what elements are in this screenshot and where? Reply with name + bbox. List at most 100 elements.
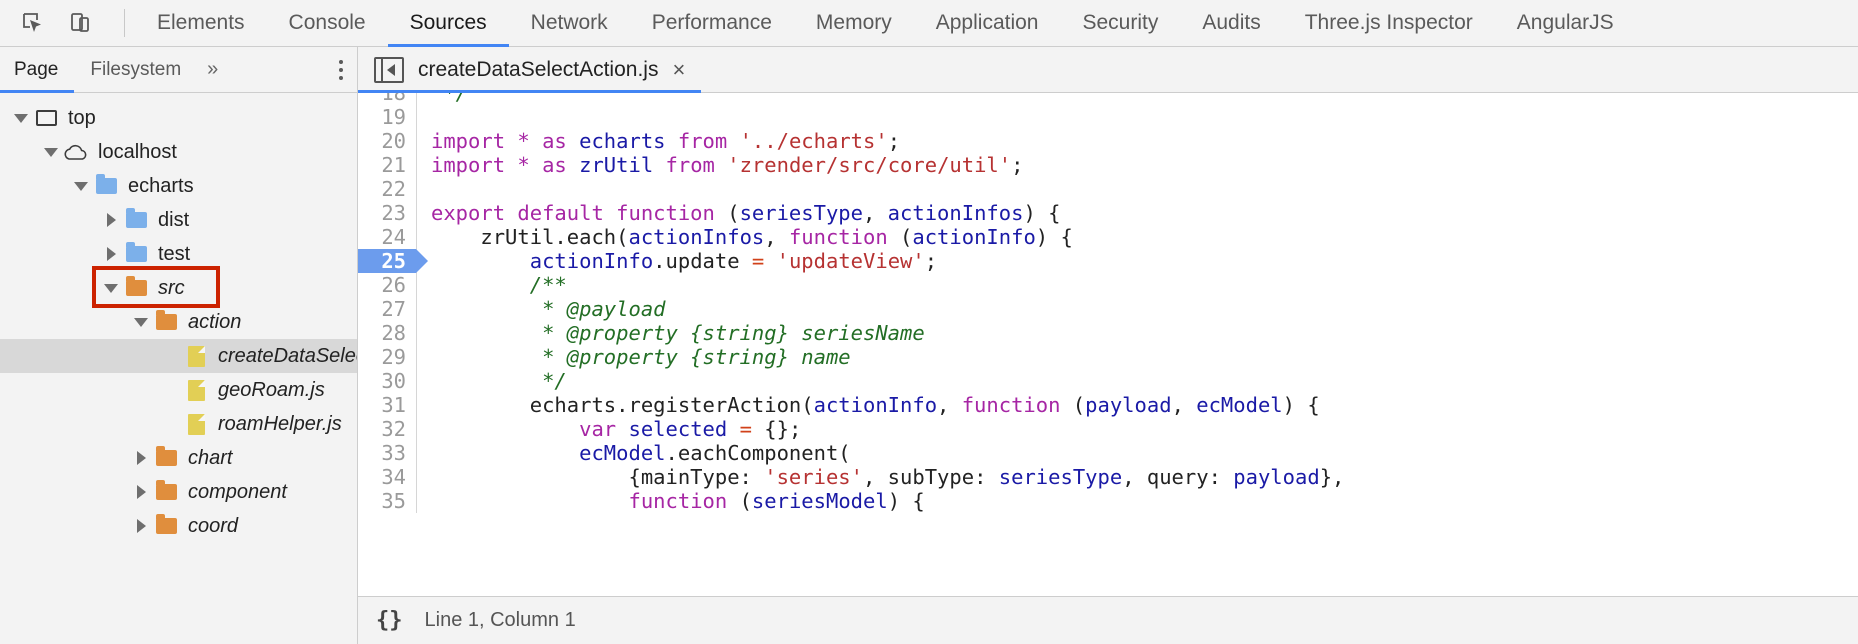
folder-orange-icon bbox=[122, 280, 150, 296]
navigator-tabbar: Page Filesystem » bbox=[0, 47, 357, 93]
code-line-30[interactable]: 30 */ bbox=[358, 369, 1858, 393]
chevron-down-icon[interactable] bbox=[10, 101, 32, 135]
tree-item-chart[interactable]: chart bbox=[0, 441, 357, 475]
code-line-text: function (seriesModel) { bbox=[417, 489, 925, 513]
tab-performance[interactable]: Performance bbox=[630, 0, 794, 46]
code-line-28[interactable]: 28 * @property {string} seriesName bbox=[358, 321, 1858, 345]
toolbar-icon-group bbox=[0, 4, 135, 42]
code-line-34[interactable]: 34 {mainType: 'series', subType: seriesT… bbox=[358, 465, 1858, 489]
navigator-more-tabs-icon[interactable]: » bbox=[197, 58, 228, 81]
breakpoint-arrow-icon bbox=[416, 249, 428, 273]
tab-elements[interactable]: Elements bbox=[135, 0, 267, 46]
code-line-24[interactable]: 24 zrUtil.each(actionInfos, function (ac… bbox=[358, 225, 1858, 249]
line-number[interactable]: 26 bbox=[358, 273, 416, 297]
tab-audits[interactable]: Audits bbox=[1180, 0, 1282, 46]
line-number[interactable]: 30 bbox=[358, 369, 416, 393]
chevron-down-icon[interactable] bbox=[130, 305, 152, 339]
line-number[interactable]: 29 bbox=[358, 345, 416, 369]
chevron-right-icon[interactable] bbox=[130, 475, 152, 509]
tree-item-action[interactable]: action bbox=[0, 305, 357, 339]
line-number[interactable]: 34 bbox=[358, 465, 416, 489]
tree-item-label: top bbox=[68, 107, 96, 130]
code-line-31[interactable]: 31 echarts.registerAction(actionInfo, fu… bbox=[358, 393, 1858, 417]
tab-label: Memory bbox=[816, 11, 892, 35]
navigator-tab-page[interactable]: Page bbox=[0, 47, 74, 92]
inspect-element-icon[interactable] bbox=[14, 4, 52, 42]
breakpoint-marker[interactable]: 25 bbox=[358, 249, 416, 273]
pretty-print-button[interactable]: {} bbox=[376, 608, 403, 633]
tree-item-component[interactable]: component bbox=[0, 475, 357, 509]
navigator-tab-filesystem[interactable]: Filesystem bbox=[74, 47, 197, 92]
code-line-19[interactable]: 19 bbox=[358, 105, 1858, 129]
tab-sources[interactable]: Sources bbox=[388, 0, 509, 46]
tab-angularjs[interactable]: AngularJS bbox=[1495, 0, 1636, 46]
chevron-right-icon[interactable] bbox=[100, 237, 122, 271]
line-number[interactable]: 22 bbox=[358, 177, 416, 201]
line-number[interactable]: 27 bbox=[358, 297, 416, 321]
code-line-35[interactable]: 35 function (seriesModel) { bbox=[358, 489, 1858, 513]
folder-orange-icon bbox=[152, 314, 180, 330]
line-number[interactable]: 24 bbox=[358, 225, 416, 249]
chevron-right-icon[interactable] bbox=[130, 441, 152, 475]
devtools-main-toolbar: Elements Console Sources Network Perform… bbox=[0, 0, 1858, 47]
file-tree[interactable]: top localhostechartsdisttestsrcactioncrea… bbox=[0, 93, 357, 644]
code-line-text: ecModel.eachComponent( bbox=[417, 441, 851, 465]
code-line-21[interactable]: 21import * as zrUtil from 'zrender/src/c… bbox=[358, 153, 1858, 177]
chevron-down-icon[interactable] bbox=[100, 271, 122, 305]
tab-label: Security bbox=[1082, 11, 1158, 35]
tree-item-test[interactable]: test bbox=[0, 237, 357, 271]
code-line-27[interactable]: 27 * @payload bbox=[358, 297, 1858, 321]
line-number[interactable]: 33 bbox=[358, 441, 416, 465]
code-editor[interactable]: 18 */1920import * as echarts from '../ec… bbox=[358, 93, 1858, 596]
tab-threejs-inspector[interactable]: Three.js Inspector bbox=[1283, 0, 1495, 46]
code-lines-container[interactable]: 18 */1920import * as echarts from '../ec… bbox=[358, 93, 1858, 596]
code-line-22[interactable]: 22 bbox=[358, 177, 1858, 201]
gutter-divider bbox=[416, 105, 417, 129]
tab-console[interactable]: Console bbox=[267, 0, 388, 46]
tree-item-georoam-js[interactable]: geoRoam.js bbox=[0, 373, 357, 407]
code-line-25[interactable]: 25 actionInfo.update = 'updateView'; bbox=[358, 249, 1858, 273]
chevron-down-icon[interactable] bbox=[40, 135, 62, 169]
editor-tab-createdataselectaction[interactable]: createDataSelectAction.js × bbox=[418, 47, 701, 92]
collapse-sidebar-icon[interactable] bbox=[374, 57, 404, 83]
tree-spacer bbox=[160, 339, 182, 373]
code-line-29[interactable]: 29 * @property {string} name bbox=[358, 345, 1858, 369]
line-number[interactable]: 20 bbox=[358, 129, 416, 153]
tab-application[interactable]: Application bbox=[914, 0, 1061, 46]
chevron-right-icon[interactable] bbox=[130, 509, 152, 543]
code-line-33[interactable]: 33 ecModel.eachComponent( bbox=[358, 441, 1858, 465]
chevron-down-icon[interactable] bbox=[70, 169, 92, 203]
line-number[interactable]: 31 bbox=[358, 393, 416, 417]
tab-network[interactable]: Network bbox=[509, 0, 630, 46]
tree-item-src[interactable]: src bbox=[0, 271, 357, 305]
code-line-20[interactable]: 20import * as echarts from '../echarts'; bbox=[358, 129, 1858, 153]
line-number[interactable]: 19 bbox=[358, 105, 416, 129]
device-toolbar-icon[interactable] bbox=[62, 4, 100, 42]
tree-item-createdataselectaction-js[interactable]: createDataSelectAction.js bbox=[0, 339, 357, 373]
code-line-32[interactable]: 32 var selected = {}; bbox=[358, 417, 1858, 441]
line-number[interactable]: 32 bbox=[358, 417, 416, 441]
line-number[interactable]: 23 bbox=[358, 201, 416, 225]
line-number[interactable]: 18 bbox=[358, 93, 416, 105]
tab-label: Performance bbox=[652, 11, 772, 35]
tab-security[interactable]: Security bbox=[1060, 0, 1180, 46]
chevron-right-icon[interactable] bbox=[100, 203, 122, 237]
line-number[interactable]: 28 bbox=[358, 321, 416, 345]
code-line-26[interactable]: 26 /** bbox=[358, 273, 1858, 297]
line-number[interactable]: 21 bbox=[358, 153, 416, 177]
tree-item-localhost[interactable]: localhost bbox=[0, 135, 357, 169]
tree-item-echarts[interactable]: echarts bbox=[0, 169, 357, 203]
tab-memory[interactable]: Memory bbox=[794, 0, 914, 46]
line-number[interactable]: 35 bbox=[358, 489, 416, 513]
tree-item-top[interactable]: top bbox=[0, 101, 357, 135]
kebab-menu-icon[interactable] bbox=[339, 60, 343, 80]
code-line-18[interactable]: 18 */ bbox=[358, 93, 1858, 105]
tree-item-roamhelper-js[interactable]: roamHelper.js bbox=[0, 407, 357, 441]
code-line-23[interactable]: 23export default function (seriesType, a… bbox=[358, 201, 1858, 225]
tree-spacer bbox=[160, 407, 182, 441]
editor-statusbar: {} Line 1, Column 1 bbox=[358, 596, 1858, 644]
tree-item-coord[interactable]: coord bbox=[0, 509, 357, 543]
tree-item-dist[interactable]: dist bbox=[0, 203, 357, 237]
code-line-text: import * as zrUtil from 'zrender/src/cor… bbox=[417, 153, 1023, 177]
close-icon[interactable]: × bbox=[672, 59, 685, 81]
